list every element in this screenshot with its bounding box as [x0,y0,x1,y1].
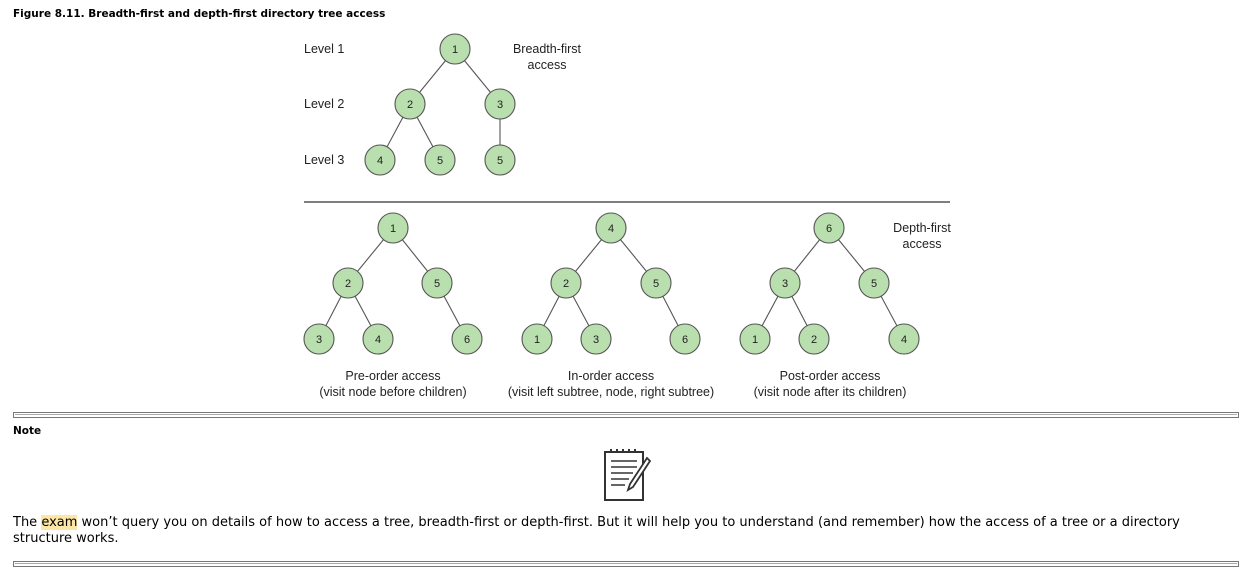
bfs-node-label: 5 [437,155,443,167]
note-text: The exam won’t query you on details of h… [13,515,1238,547]
node-label: 4 [608,223,614,235]
level-3-label: Level 3 [304,153,344,167]
notepad-pencil-icon [604,449,651,501]
preorder-node: 1 [377,212,409,244]
level-2-label: Level 2 [304,97,344,111]
preorder-caption: Pre-order access [345,369,440,383]
note-heading: Note [13,425,42,437]
bfs-node: 1 [439,33,471,65]
preorder-node: 3 [303,323,335,355]
bfs-node: 2 [394,88,426,120]
preorder-node: 2 [332,267,364,299]
node-label: 1 [534,334,540,346]
breadth-first-label: Breadth-first [513,42,582,56]
node-label: 2 [345,278,351,290]
tree-access-diagram: Level 1 Level 2 Level 3 Breadth-first ac… [303,33,951,399]
note-text-before: The [13,515,42,530]
bfs-node: 5 [424,144,456,176]
highlighted-word: exam [41,515,78,530]
postorder-caption: Post-order access [780,369,881,383]
level-1-label: Level 1 [304,42,344,56]
node-label: 6 [826,223,832,235]
preorder-node: 5 [421,267,453,299]
inorder-node: 2 [550,267,582,299]
inorder-caption-detail: (visit left subtree, node, right subtree… [508,385,714,399]
postorder-node: 2 [798,323,830,355]
postorder-node: 3 [769,267,801,299]
node-label: 5 [871,278,877,290]
node-label: 2 [563,278,569,290]
node-label: 3 [593,334,599,346]
node-label: 6 [464,334,470,346]
node-label: 6 [682,334,688,346]
inorder-caption: In-order access [568,369,654,383]
inorder-node: 6 [669,323,701,355]
bfs-node-label: 4 [377,155,383,167]
bfs-node-label: 5 [497,155,503,167]
node-label: 2 [811,334,817,346]
note-text-after: won’t query you on details of how to acc… [13,515,1180,546]
inorder-node: 1 [521,323,553,355]
node-label: 3 [782,278,788,290]
node-label: 3 [316,334,322,346]
bfs-node: 5 [484,144,516,176]
note-top-rule [13,412,1239,418]
node-label: 1 [390,223,396,235]
inorder-node: 4 [595,212,627,244]
depth-first-label: Depth-first [893,221,951,235]
note-bottom-rule [13,561,1239,567]
bfs-node-label: 2 [407,99,413,111]
preorder-node: 6 [451,323,483,355]
postorder-caption-detail: (visit node after its children) [754,385,907,399]
bfs-node-label: 3 [497,99,503,111]
postorder-node: 5 [858,267,890,299]
postorder-node: 4 [888,323,920,355]
bfs-node: 4 [364,144,396,176]
node-label: 1 [752,334,758,346]
node-label: 5 [434,278,440,290]
node-label: 4 [375,334,381,346]
preorder-caption-detail: (visit node before children) [319,385,466,399]
node-label: 5 [653,278,659,290]
bfs-node: 3 [484,88,516,120]
inorder-node: 5 [640,267,672,299]
preorder-node: 4 [362,323,394,355]
bfs-node-label: 1 [452,44,458,56]
depth-first-label-line2: access [903,237,942,251]
breadth-first-label-line2: access [528,58,567,72]
figure-title: Figure 8.11. Breadth-first and depth-fir… [13,8,386,20]
node-label: 4 [901,334,907,346]
inorder-node: 3 [580,323,612,355]
postorder-node: 1 [739,323,771,355]
postorder-node: 6 [813,212,845,244]
